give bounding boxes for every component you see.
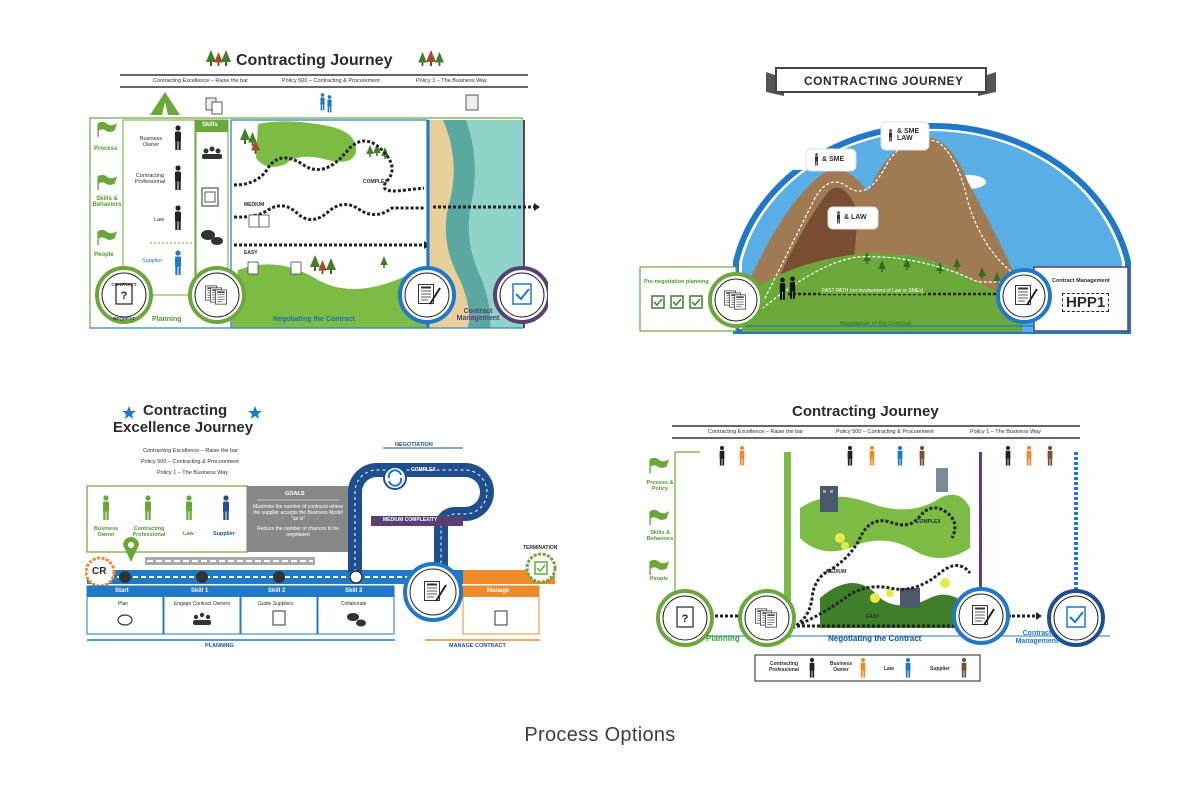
p4-policy-1: Contracting Excellence – Raise the bar (708, 429, 804, 435)
complex-label-3: COMPLEX (411, 467, 436, 473)
p4-path-medium: MEDIUM (826, 569, 847, 575)
stage-contract-management: Contract Management (456, 308, 500, 322)
legend-supplier: Supplier (930, 666, 951, 672)
step-skill-3-sub: Collaborate (341, 601, 367, 607)
goals-text-2: Reduce the number of chances to be negot… (257, 526, 339, 538)
p4-badge-executed-contract (952, 587, 1010, 645)
step-start-sub: Plan (118, 601, 129, 607)
panel-2-graphic (639, 67, 1131, 334)
side-label-process: Process (94, 146, 118, 152)
badge-model-contract-2 (708, 272, 764, 328)
panel-3-graphic (85, 406, 557, 641)
negotiation-label: Negotiation of the Contract (840, 321, 911, 327)
badge-contract-termination (493, 266, 548, 324)
path-easy: EASY (244, 250, 258, 256)
policy-1: Contracting Excellence – Raise the bar (153, 78, 249, 84)
badge-model-contract (188, 266, 246, 324)
panel-4-contracting-journey: ? Contracting Journey Contracting Excell… (640, 398, 1110, 683)
badge-label-contract-request: CONTRACT REQUEST (111, 282, 137, 321)
skills-header: Skills (202, 122, 218, 128)
panel-3-contracting-excellence-journey: Contracting Excellence Journey Contracti… (85, 400, 565, 655)
step-skill-2: Skill 2 (268, 588, 286, 594)
p3-policy-3: Policy 1 – The Business Way (157, 470, 228, 476)
panel-2-contracting-journey: CONTRACTING JOURNEY & SME & SME LAW & LA… (638, 62, 1133, 334)
panel-1-title: Contracting Journey (236, 52, 393, 69)
panel-4-title: Contracting Journey (792, 403, 939, 420)
badge-executed-contract-3 (403, 562, 463, 622)
bubble-sme-law: & SME LAW (897, 128, 920, 142)
page-caption: Process Options (524, 724, 676, 746)
p4-badge-contract-termination (1047, 589, 1105, 647)
p3-role-contracting-professional: Contracting Professional (132, 526, 166, 538)
bubble-law: & LAW (844, 214, 867, 221)
p4-stage-contract-management: Contract Management (1015, 630, 1059, 645)
pre-negotiation-label: Pre-negotiation planning (644, 279, 709, 285)
panel-4-graphic: ? (649, 425, 1110, 682)
role-law: Law (154, 217, 165, 223)
badge-contract-request: ? (95, 266, 153, 324)
step-skill-3: Skill 3 (345, 588, 363, 594)
medium-label-3: MEDIUM COMPLEXITY (383, 517, 438, 523)
p3-policy-1: Contracting Excellence – Raise the bar (143, 448, 239, 454)
role-contracting-professional: Contracting Professional (134, 173, 166, 185)
svg-text:?: ? (682, 613, 689, 625)
panel-1-contracting-journey: ? Contracting Journey Contracting Excell… (88, 40, 548, 335)
p4-policy-2: Policy 500 – Contracting & Procurement (836, 429, 934, 435)
goals-title: GOALS (285, 491, 305, 497)
p4-badge-contract-request: ? (656, 589, 714, 647)
role-business-owner: Business Owner (139, 136, 163, 148)
negotiation-label-3: NEGOTIATION (395, 442, 433, 448)
p4-side-people: People (650, 576, 669, 582)
stage-planning: Planning (152, 316, 182, 323)
p3-role-supplier: Supplier (213, 531, 236, 537)
p4-path-easy: EASY (866, 614, 880, 620)
role-supplier: Supplier (142, 258, 163, 264)
p4-path-complex: COMPLEX (916, 519, 941, 525)
p3-role-business-owner: Business Owner (93, 526, 119, 538)
policy-3: Policy 1 – The Business Way (416, 78, 487, 84)
path-medium: MEDIUM (244, 202, 265, 208)
p4-stage-planning: Planning (706, 634, 740, 643)
p4-stage-negotiating: Negotiating the Contract (828, 634, 922, 643)
cr-label: CR (92, 566, 107, 577)
legend-business-owner: Business Owner (829, 661, 853, 673)
p4-side-process: Process & Policy (646, 480, 674, 492)
goals-text-1: Maximize the number of contracts where t… (252, 504, 344, 522)
bubble-sme: & SME (822, 156, 845, 163)
planning-label-3: PLANNING (205, 643, 234, 649)
badge-executed-contract (398, 266, 456, 324)
stage-negotiating: Negotiating the Contract (273, 316, 355, 323)
legend-contracting-professional: Contracting Professional (768, 661, 799, 673)
legend-law: Law (884, 666, 894, 672)
hpp-label: HPP1 (1062, 293, 1110, 312)
panel-2-title: CONTRACTING JOURNEY (804, 74, 964, 88)
step-skill-2-sub: Guide Suppliers (258, 601, 294, 607)
policy-2: Policy 500 – Contracting & Procurement (282, 78, 380, 84)
termination-label: TERMINATION (523, 545, 558, 551)
p4-badge-model-contract (738, 589, 796, 647)
side-label-skills: Skills & Behaviors (92, 196, 122, 208)
step-start: Start (115, 588, 129, 594)
panel-1-graphic: ? (89, 50, 548, 329)
p3-policy-2: Policy 500 – Contracting & Procurement (141, 459, 239, 465)
path-complex: COMPLEX (363, 179, 388, 185)
badge-executed-contract-2 (996, 268, 1052, 324)
p4-side-skills: Skills & Behaviors (646, 530, 674, 542)
svg-text:?: ? (121, 290, 128, 302)
fast-path-label: FAST PATH (no involvement of Law or SMEs… (820, 288, 926, 294)
step-skill-1-sub: Engage Contract Owners (174, 601, 231, 607)
step-skill-1: Skill 1 (191, 588, 209, 594)
panel-3-title-line2: Excellence Journey (113, 419, 254, 436)
p4-policy-3: Policy 1 – The Business Way (970, 429, 1041, 435)
contract-management-label: Contract Management (1052, 278, 1110, 284)
p3-role-law: Law (183, 531, 194, 537)
manage-contract-label: MANAGE CONTRACT (449, 643, 506, 649)
step-manage: Manage (487, 588, 510, 594)
side-label-people: People (94, 252, 114, 258)
panel-3-title-line1: Contracting (143, 402, 228, 419)
